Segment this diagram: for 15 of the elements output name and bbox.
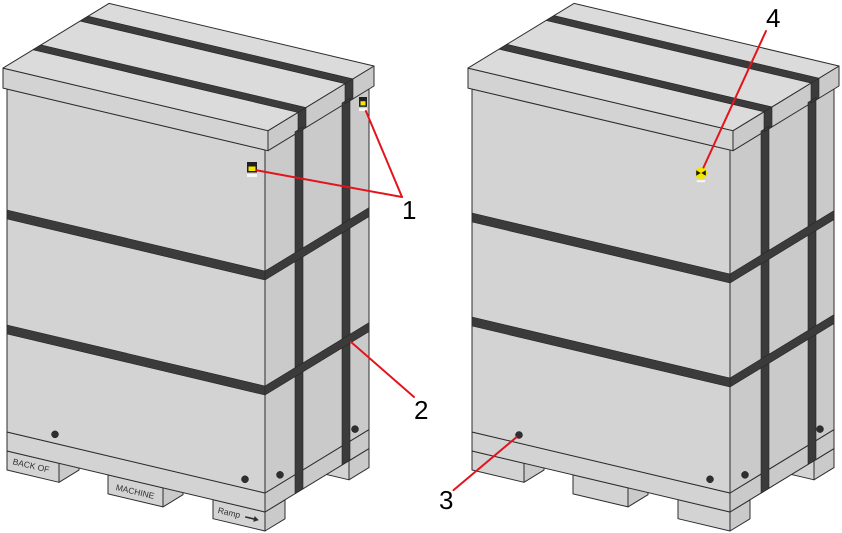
- leader-line: [350, 341, 415, 398]
- callout-number: 2: [414, 397, 428, 423]
- tilt-indicator-icon: [247, 162, 257, 177]
- leader-line: [256, 169, 403, 198]
- callout-number: 4: [766, 5, 780, 31]
- strap: [6, 322, 370, 396]
- callout-number: 1: [402, 197, 416, 223]
- tilt-indicator-icon: [359, 97, 367, 111]
- leader-line: [452, 436, 518, 492]
- shock-indicator-icon: [695, 167, 707, 182]
- stencil-text: Ramp: [216, 506, 242, 520]
- stencil-text: BACK OF: [12, 456, 50, 474]
- callout-number: 3: [439, 487, 454, 513]
- leader-line: [702, 30, 767, 168]
- screw-icon: [515, 431, 523, 439]
